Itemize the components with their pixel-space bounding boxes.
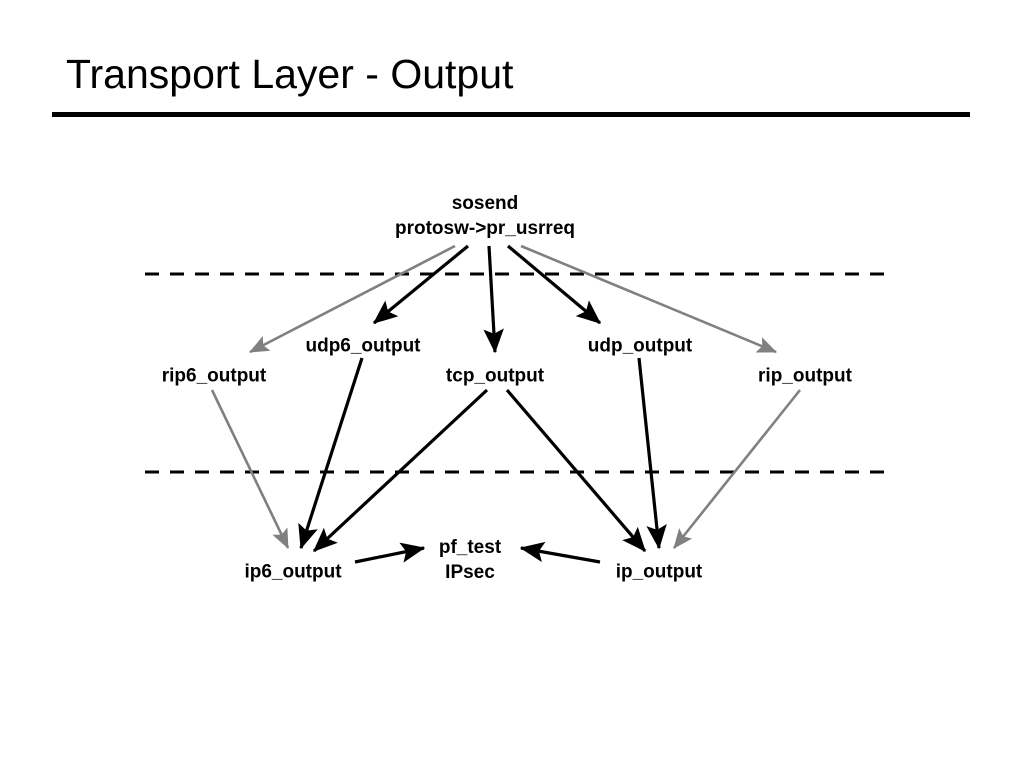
edge-rip_output-to-ip_output	[672, 389, 802, 549]
node-rip6-output-label: rip6_output	[161, 365, 267, 387]
node-pf-test-label: pf_test	[438, 537, 502, 558]
title-underline-rule	[52, 112, 970, 117]
node-sosend[interactable]: sosend protosw->pr_usrreq	[395, 191, 575, 241]
node-sosend-line2: protosw->pr_usrreq	[394, 218, 576, 239]
node-udp6-output[interactable]: udp6_output	[305, 334, 420, 359]
node-ip6-output[interactable]: ip6_output	[244, 560, 341, 585]
node-udp-output[interactable]: udp_output	[588, 334, 692, 359]
node-sosend-line1: sosend	[451, 193, 519, 214]
edge-tcp_output-to-ip6_output	[312, 388, 489, 553]
node-ipsec-label: IPsec	[445, 562, 495, 583]
node-udp6-output-label: udp6_output	[305, 335, 421, 357]
page-title: Transport Layer - Output	[66, 51, 514, 97]
node-udp-output-label: udp_output	[587, 335, 693, 357]
node-rip-output-label: rip_output	[758, 365, 852, 387]
edge-udp_output-to-ip_output	[637, 357, 667, 550]
node-rip6-output[interactable]: rip6_output	[162, 364, 267, 389]
edge-sosend-to-tcp_output	[483, 245, 504, 354]
edge-sosend-to-udp_output	[506, 244, 602, 325]
edge-sosend-to-rip_output	[520, 244, 777, 354]
edge-ip_output-to-pf_test	[519, 541, 601, 564]
edge-sosend-to-udp6_output	[372, 244, 470, 325]
edge-sosend-to-rip6_output	[249, 244, 456, 354]
node-ip-output[interactable]: ip_output	[616, 560, 703, 585]
edge-udp6_output-to-ip6_output	[298, 357, 364, 550]
node-ip-output-label: ip_output	[615, 561, 703, 583]
node-rip-output[interactable]: rip_output	[758, 364, 852, 389]
node-tcp-output-label: tcp_output	[445, 365, 545, 387]
node-tcp-output[interactable]: tcp_output	[446, 364, 544, 389]
edge-rip6_output-to-ip6_output	[210, 389, 290, 549]
edge-ip6_output-to-pf_test	[354, 542, 426, 564]
node-pf-test-ipsec[interactable]: pf_test IPsec	[439, 535, 501, 585]
edge-tcp_output-to-ip_output	[505, 388, 647, 553]
node-ip6-output-label: ip6_output	[244, 561, 342, 583]
